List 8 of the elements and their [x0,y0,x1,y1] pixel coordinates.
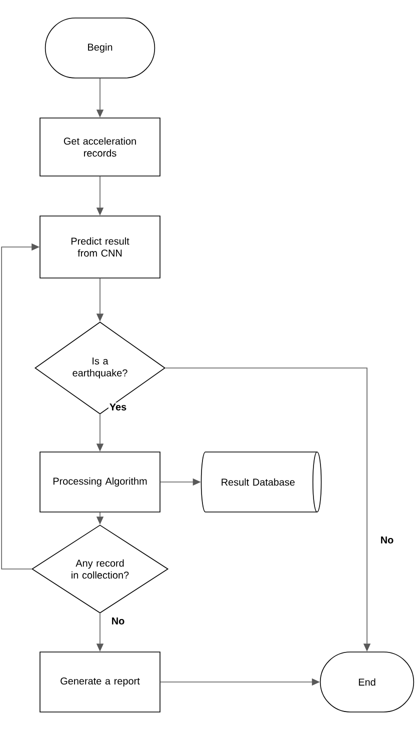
database-cylinder: Result Database [200,452,322,512]
edge-label: No [379,536,395,544]
process-box: Get acceleration records [40,118,160,176]
process-box: Generate a report [40,652,160,712]
process-box: Predict result from CNN [40,216,160,278]
edge-label: No [110,616,126,626]
edge-label: Yes [108,402,128,412]
process-box: Processing Algorithm [40,452,160,512]
